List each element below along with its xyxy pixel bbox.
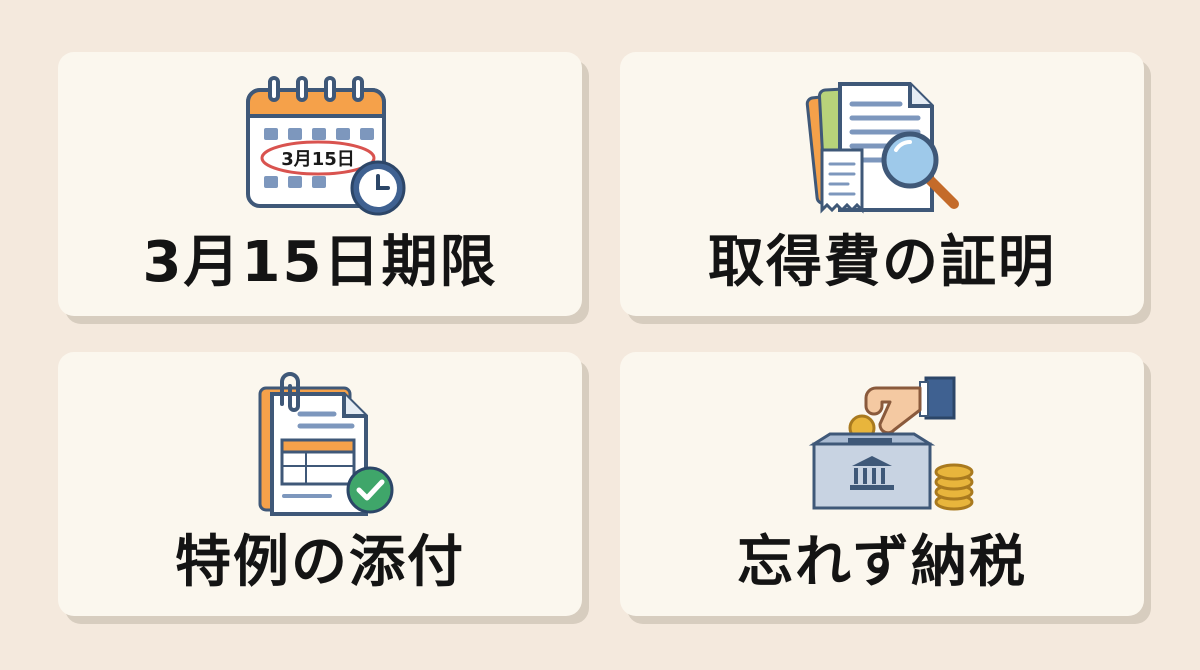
pay-tax-card: 忘れず納税 [620, 352, 1144, 616]
calendar-clock-icon: 3月15日 [246, 76, 406, 216]
acquisition-cost-card: 取得費の証明 [620, 52, 1144, 316]
hand-coin-tax-box-icon [808, 376, 974, 511]
card-label-deadline: 3月15日期限 [142, 230, 498, 295]
calendar-date-text: 3月15日 [281, 149, 355, 170]
card-label-pay-tax: 忘れず納税 [737, 530, 1027, 595]
deadline-card: 3月15日 3月15日期限 [58, 52, 582, 316]
card-label-special-provision: 特例の添付 [175, 530, 465, 595]
document-magnifier-icon [805, 82, 959, 214]
document-paperclip-check-icon [258, 372, 394, 516]
special-provision-card: 特例の添付 [58, 352, 582, 616]
card-label-acquisition-cost: 取得費の証明 [708, 230, 1056, 295]
